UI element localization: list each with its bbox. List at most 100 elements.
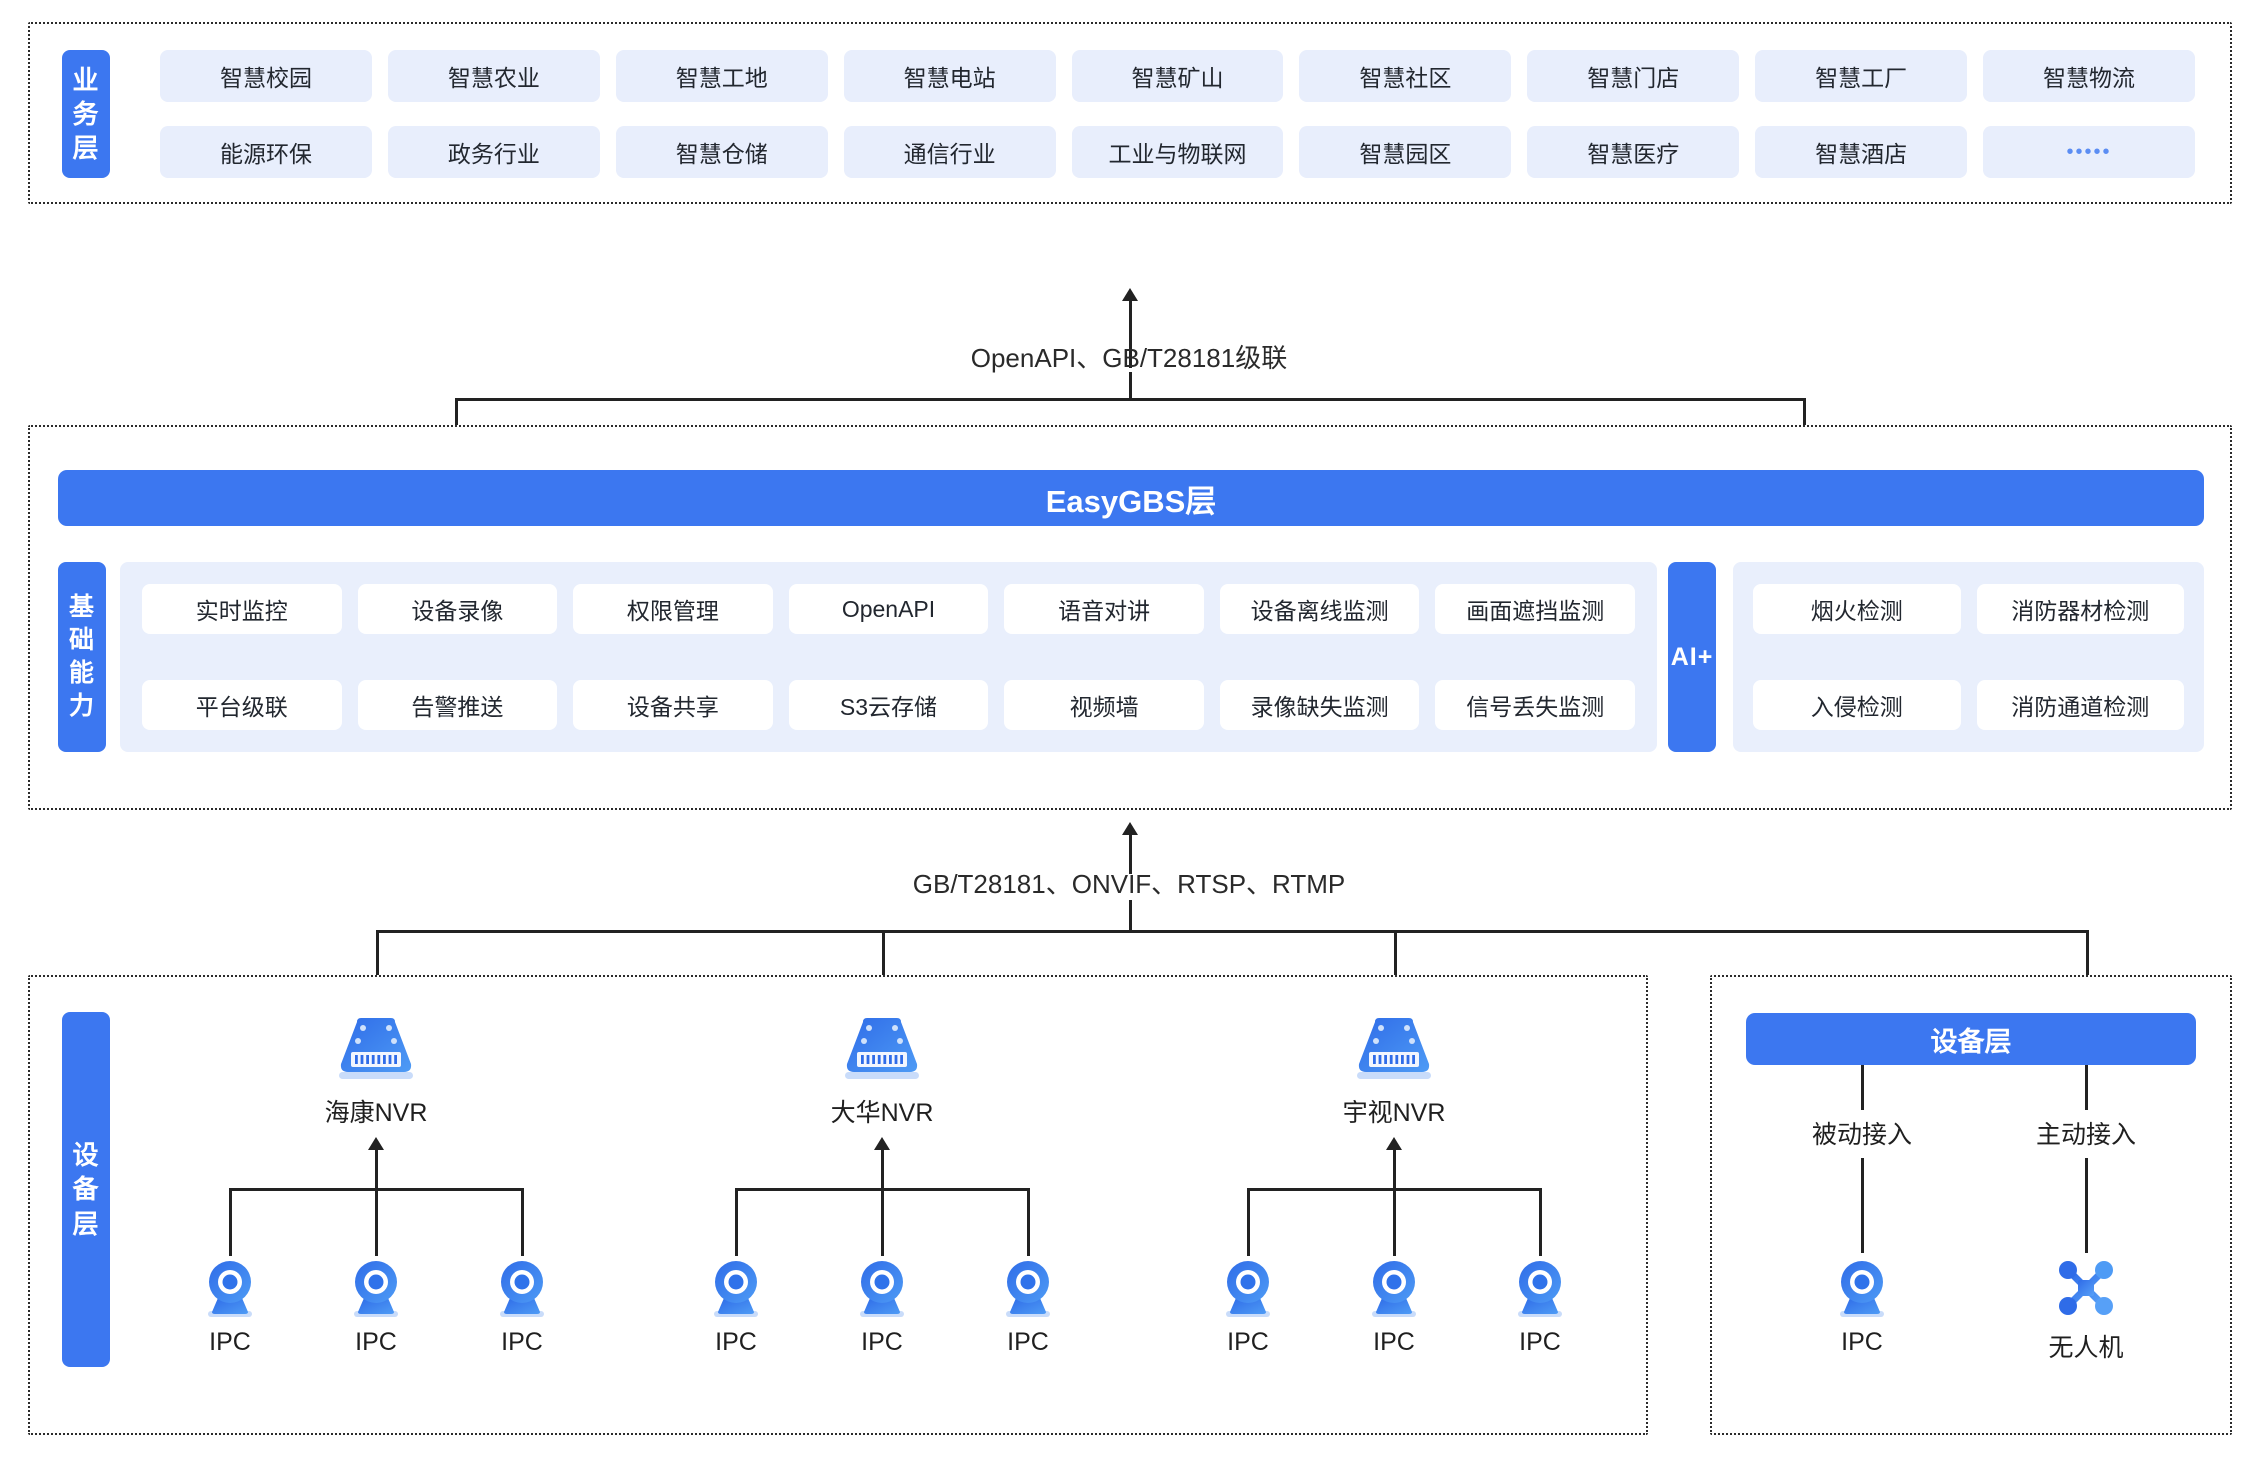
camera-icon	[208, 1261, 252, 1317]
ai-capability-chip-1[interactable]: 消防通道检测	[1976, 680, 2184, 730]
business-tag-8[interactable]: 智慧物流	[1983, 50, 2195, 102]
capability-chip-1[interactable]: 告警推送	[357, 680, 558, 730]
capability-chip-1[interactable]: 设备录像	[357, 584, 558, 634]
business-tag-6[interactable]: 智慧门店	[1527, 50, 1740, 102]
nvr-icon-wrap[interactable]	[1349, 1014, 1439, 1084]
capability-chip-3[interactable]: OpenAPI	[788, 584, 989, 634]
business-tag-1[interactable]: 政务行业	[387, 126, 600, 178]
camera-icon-wrap[interactable]	[996, 1256, 1060, 1320]
camera-icon-wrap[interactable]	[1216, 1256, 1280, 1320]
device-label: IPC	[1841, 1328, 1883, 1356]
camera-icon-wrap[interactable]	[1830, 1256, 1894, 1320]
capability-chip-5[interactable]: 设备离线监测	[1219, 584, 1420, 634]
nvr-icon	[339, 1018, 413, 1079]
nvr-icon	[845, 1018, 919, 1079]
business-layer-label: 业务层	[72, 64, 100, 164]
capability-chip-6[interactable]: 信号丢失监测	[1435, 680, 1635, 730]
device-layer-right-banner: 设备层	[1746, 1013, 2196, 1065]
capability-chip-5[interactable]: 录像缺失监测	[1219, 680, 1420, 730]
capability-row-2: 平台级联告警推送设备共享 S3云存储视频墙录像缺失监测信号丢失监测	[142, 680, 1635, 730]
business-tag-2[interactable]: 智慧仓储	[615, 126, 828, 178]
nvr-label: 海康NVR	[324, 1099, 428, 1127]
connector-top-label: OpenAPI、GB/T28181级联	[970, 343, 1288, 373]
camera-icon-wrap[interactable]	[850, 1256, 914, 1320]
business-tag-1[interactable]: 智慧农业	[387, 50, 600, 102]
capability-label-bar: 基础能力	[58, 562, 106, 752]
ai-capability-chip-0[interactable]: 烟火检测	[1753, 584, 1961, 634]
ai-capability-chip-0[interactable]: 入侵检测	[1753, 680, 1961, 730]
camera-icon	[500, 1261, 544, 1317]
camera-icon	[354, 1261, 398, 1317]
business-tag-0[interactable]: 能源环保	[160, 126, 372, 178]
business-tag-4[interactable]: 智慧矿山	[1071, 50, 1284, 102]
business-tag-7[interactable]: 智慧工厂	[1755, 50, 1968, 102]
camera-icon	[1372, 1261, 1416, 1317]
camera-label: IPC	[501, 1328, 543, 1356]
camera-icon	[1518, 1261, 1562, 1317]
camera-label: IPC	[1007, 1328, 1049, 1356]
business-layer-row-1: 智慧校园智慧农业智慧工地智慧电站智慧矿山智慧社区智慧门店智慧工厂智慧物流	[160, 50, 2195, 102]
easygbs-banner-title: EasyGBS层	[1045, 483, 1217, 519]
business-tag-3[interactable]: 通信行业	[843, 126, 1056, 178]
ai-row-1: 烟火检测消防器材检测	[1753, 584, 2184, 634]
ai-label: AI+	[1670, 642, 1714, 671]
camera-icon	[1840, 1261, 1884, 1317]
business-tag-3[interactable]: 智慧电站	[843, 50, 1056, 102]
access-mode-label: 主动接入	[2035, 1121, 2136, 1149]
capability-label: 基础能力	[68, 593, 95, 720]
capability-chip-2[interactable]: 设备共享	[573, 680, 773, 730]
nvr-icon-wrap[interactable]	[837, 1014, 927, 1084]
nvr-label: 宇视NVR	[1342, 1099, 1446, 1127]
capability-chip-6[interactable]: 画面遮挡监测	[1435, 584, 1635, 634]
business-tag-6[interactable]: 智慧医疗	[1527, 126, 1740, 178]
camera-icon-wrap[interactable]	[704, 1256, 768, 1320]
capability-chip-4[interactable]: 语音对讲	[1004, 584, 1204, 634]
nvr-icon	[1357, 1018, 1431, 1079]
camera-label: IPC	[1227, 1328, 1269, 1356]
nvr-icon-wrap[interactable]	[331, 1014, 421, 1084]
camera-icon	[1226, 1261, 1270, 1317]
camera-icon-wrap[interactable]	[1508, 1256, 1572, 1320]
business-layer-label-bar: 业务层	[62, 50, 110, 178]
device-label: 无人机	[2048, 1334, 2124, 1362]
camera-icon-wrap[interactable]	[490, 1256, 554, 1320]
camera-label: IPC	[1519, 1328, 1561, 1356]
ai-pane: 烟火检测消防器材检测 入侵检测消防通道检测	[1733, 562, 2204, 752]
drone-icon-wrap[interactable]	[2054, 1256, 2118, 1320]
camera-icon	[714, 1261, 758, 1317]
business-tag-0[interactable]: 智慧校园	[160, 50, 372, 102]
ai-row-2: 入侵检测消防通道检测	[1753, 680, 2184, 730]
camera-icon	[1006, 1261, 1050, 1317]
business-layer-row-2: 能源环保政务行业智慧仓储通信行业工业与物联网智慧园区智慧医疗智慧酒店 •••••	[160, 126, 2195, 178]
camera-icon-wrap[interactable]	[1362, 1256, 1426, 1320]
business-tag-5[interactable]: 智慧社区	[1299, 50, 1512, 102]
camera-label: IPC	[715, 1328, 757, 1356]
easygbs-banner: EasyGBS层	[58, 470, 2204, 526]
business-tag-8[interactable]: •••••	[1983, 126, 2195, 178]
capability-chip-0[interactable]: 平台级联	[142, 680, 342, 730]
capability-chip-0[interactable]: 实时监控	[142, 584, 342, 634]
business-tag-7[interactable]: 智慧酒店	[1755, 126, 1968, 178]
camera-icon-wrap[interactable]	[198, 1256, 262, 1320]
business-tag-5[interactable]: 智慧园区	[1299, 126, 1512, 178]
drone-icon	[2059, 1261, 2113, 1315]
camera-label: IPC	[1373, 1328, 1415, 1356]
device-layer-left-label-bar: 设备层	[62, 1012, 110, 1367]
capability-chip-2[interactable]: 权限管理	[573, 584, 773, 634]
business-tag-2[interactable]: 智慧工地	[615, 50, 828, 102]
device-layer-right-title: 设备层	[1930, 1026, 2012, 1057]
capability-chip-3[interactable]: S3云存储	[788, 680, 989, 730]
connector-bottom-label: GB/T28181、ONVIF、RTSP、RTMP	[912, 869, 1346, 899]
camera-label: IPC	[355, 1328, 397, 1356]
ai-label-bar: AI+	[1668, 562, 1716, 752]
camera-icon-wrap[interactable]	[344, 1256, 408, 1320]
camera-label: IPC	[861, 1328, 903, 1356]
ai-capability-chip-1[interactable]: 消防器材检测	[1976, 584, 2184, 634]
capability-chip-4[interactable]: 视频墙	[1004, 680, 1204, 730]
camera-icon	[860, 1261, 904, 1317]
camera-label: IPC	[209, 1328, 251, 1356]
device-layer-left-label: 设备层	[72, 1140, 100, 1239]
business-tag-4[interactable]: 工业与物联网	[1071, 126, 1284, 178]
capability-row-1: 实时监控设备录像权限管理 OpenAPI 语音对讲设备离线监测画面遮挡监测	[142, 584, 1635, 634]
